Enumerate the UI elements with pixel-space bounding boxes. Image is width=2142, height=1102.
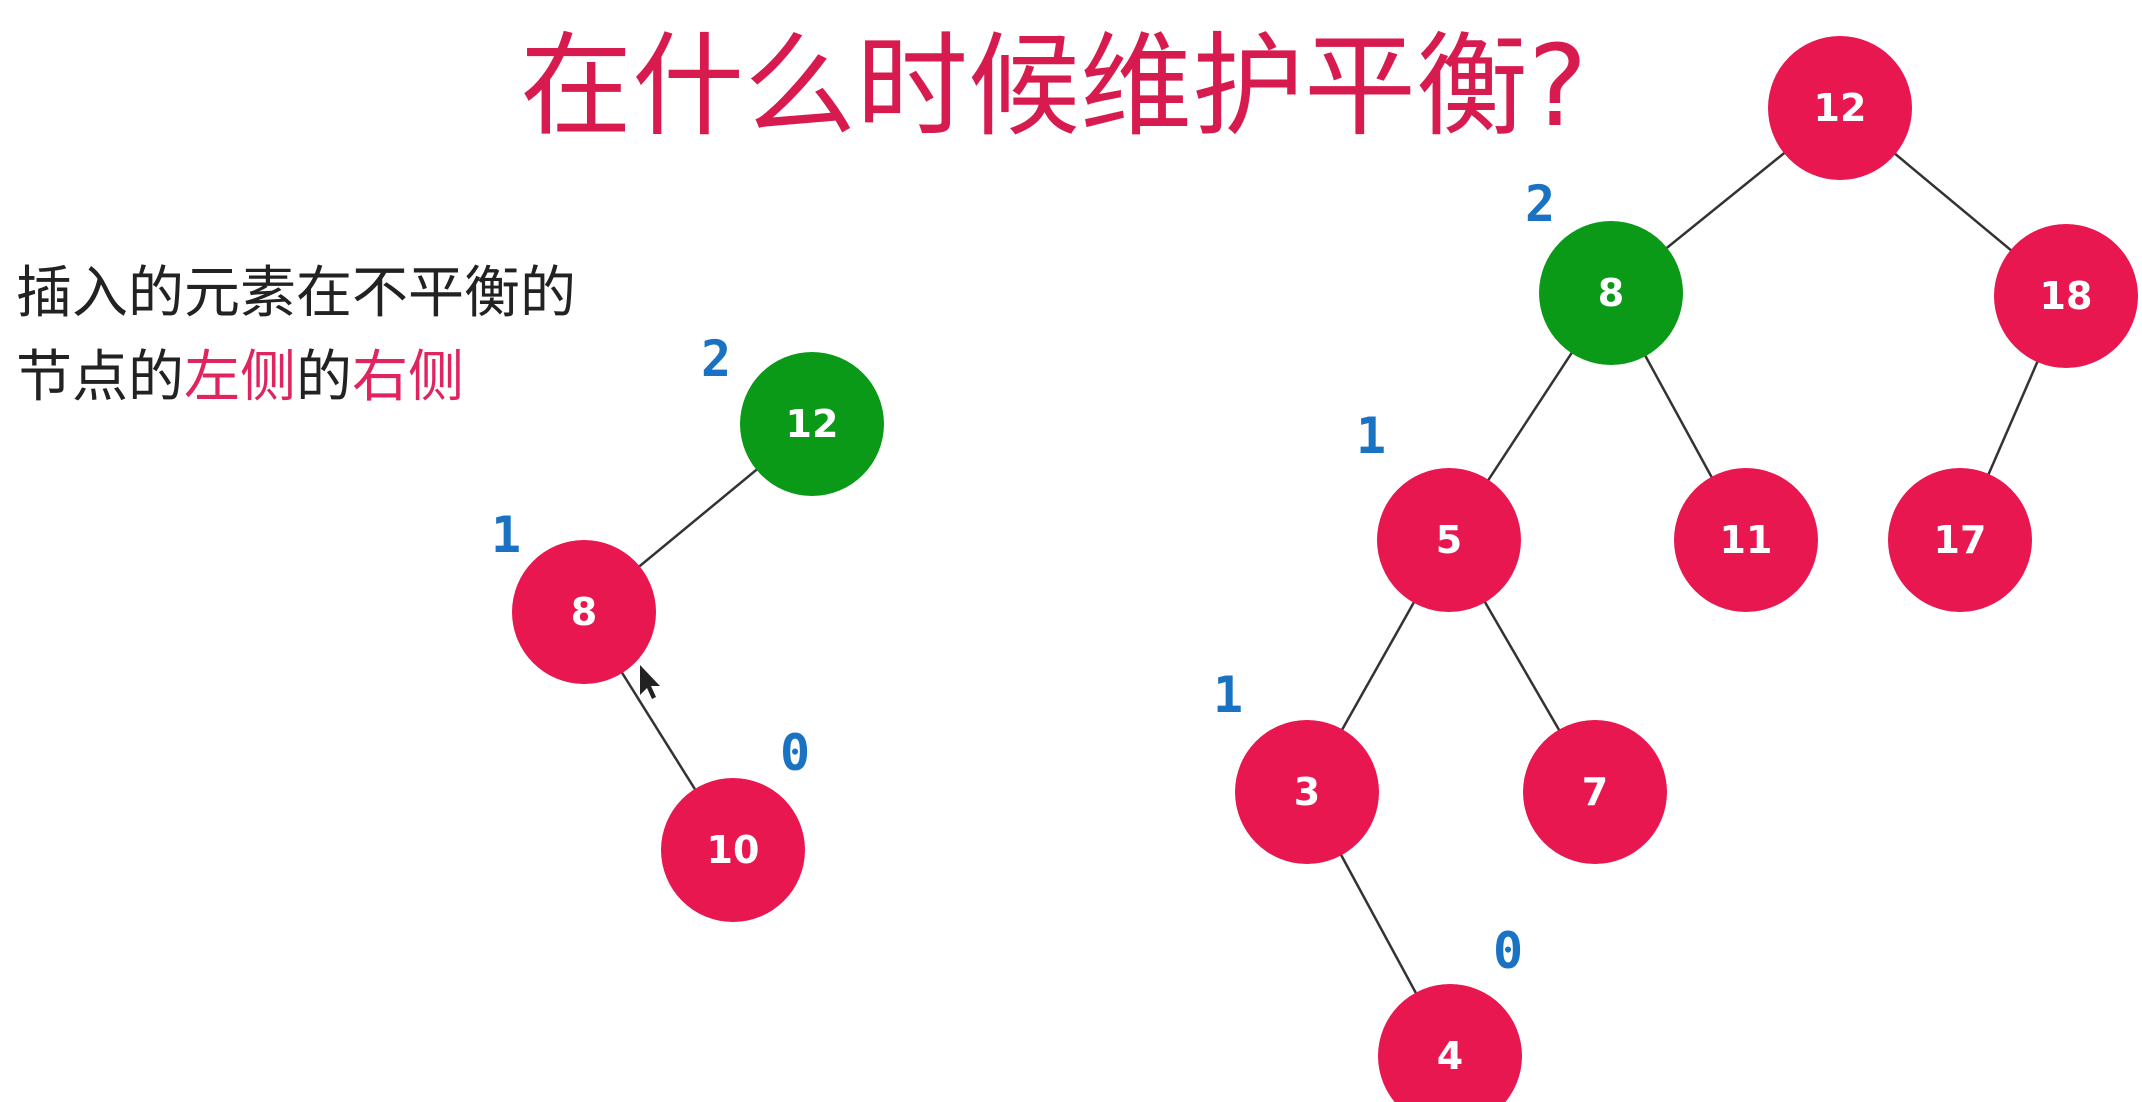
node-circle bbox=[1378, 984, 1522, 1102]
description-part-right-side: 右侧 bbox=[352, 345, 464, 410]
balance-factor-label: 1 bbox=[1213, 666, 1243, 724]
node-value: 8 bbox=[1598, 271, 1624, 315]
tree-node: 12 2 bbox=[701, 330, 884, 496]
tree-node: 51 bbox=[1356, 407, 1521, 612]
node-value: 8 bbox=[571, 590, 597, 634]
node-value: 11 bbox=[1720, 518, 1773, 562]
node-circle bbox=[1377, 468, 1521, 612]
tree-node: 18 bbox=[1994, 224, 2138, 368]
node-value: 18 bbox=[2040, 274, 2093, 318]
node-value: 10 bbox=[707, 828, 760, 872]
balance-factor-label: 1 bbox=[491, 506, 521, 564]
node-circle bbox=[512, 540, 656, 684]
description-part-node: 节点的 bbox=[16, 345, 184, 410]
description-part-of: 的 bbox=[296, 345, 352, 410]
tree-node: 7 bbox=[1523, 720, 1667, 864]
tree-node: 12 bbox=[1768, 36, 1912, 180]
tree-node: 81 bbox=[491, 506, 656, 684]
balance-factor-label: 0 bbox=[1493, 922, 1523, 980]
balance-factor-label: 1 bbox=[1356, 407, 1386, 465]
node-value: 5 bbox=[1436, 518, 1462, 562]
slide-title: 在什么时候维护平衡? bbox=[520, 22, 1588, 152]
node-circle bbox=[661, 778, 805, 922]
tree-node: 31 bbox=[1213, 666, 1379, 864]
node-circle bbox=[1539, 221, 1683, 365]
description-text: 插入的元素在不平衡的 节点的左侧的右侧 bbox=[16, 252, 576, 420]
node-circle bbox=[740, 352, 884, 496]
node-value: 12 bbox=[1814, 86, 1867, 130]
node-circle bbox=[1235, 720, 1379, 864]
mouse-cursor-icon bbox=[640, 665, 660, 699]
node-circle bbox=[1768, 36, 1912, 180]
tree-node: 40 bbox=[1378, 922, 1523, 1102]
node-value: 3 bbox=[1294, 770, 1320, 814]
description-part-left-side: 左侧 bbox=[184, 345, 296, 410]
node-value: 12 bbox=[786, 402, 839, 446]
balance-factor-label: 0 bbox=[780, 724, 810, 782]
node-circle bbox=[1523, 720, 1667, 864]
balance-factor-label: 2 bbox=[1525, 175, 1555, 233]
balance-factor-label: 2 bbox=[701, 330, 731, 388]
description-line-2: 节点的左侧的右侧 bbox=[16, 336, 576, 420]
node-circle bbox=[1674, 468, 1818, 612]
node-value: 17 bbox=[1934, 518, 1987, 562]
node-circle bbox=[1994, 224, 2138, 368]
node-value: 7 bbox=[1582, 770, 1608, 814]
tree-node: 82 bbox=[1525, 175, 1683, 365]
description-line-1: 插入的元素在不平衡的 bbox=[16, 261, 576, 326]
tree-node: 11 bbox=[1674, 468, 1818, 612]
node-circle bbox=[1888, 468, 2032, 612]
tree-node: 17 bbox=[1888, 468, 2032, 612]
node-value: 4 bbox=[1437, 1034, 1463, 1078]
tree-node: 10 0 bbox=[661, 724, 810, 922]
